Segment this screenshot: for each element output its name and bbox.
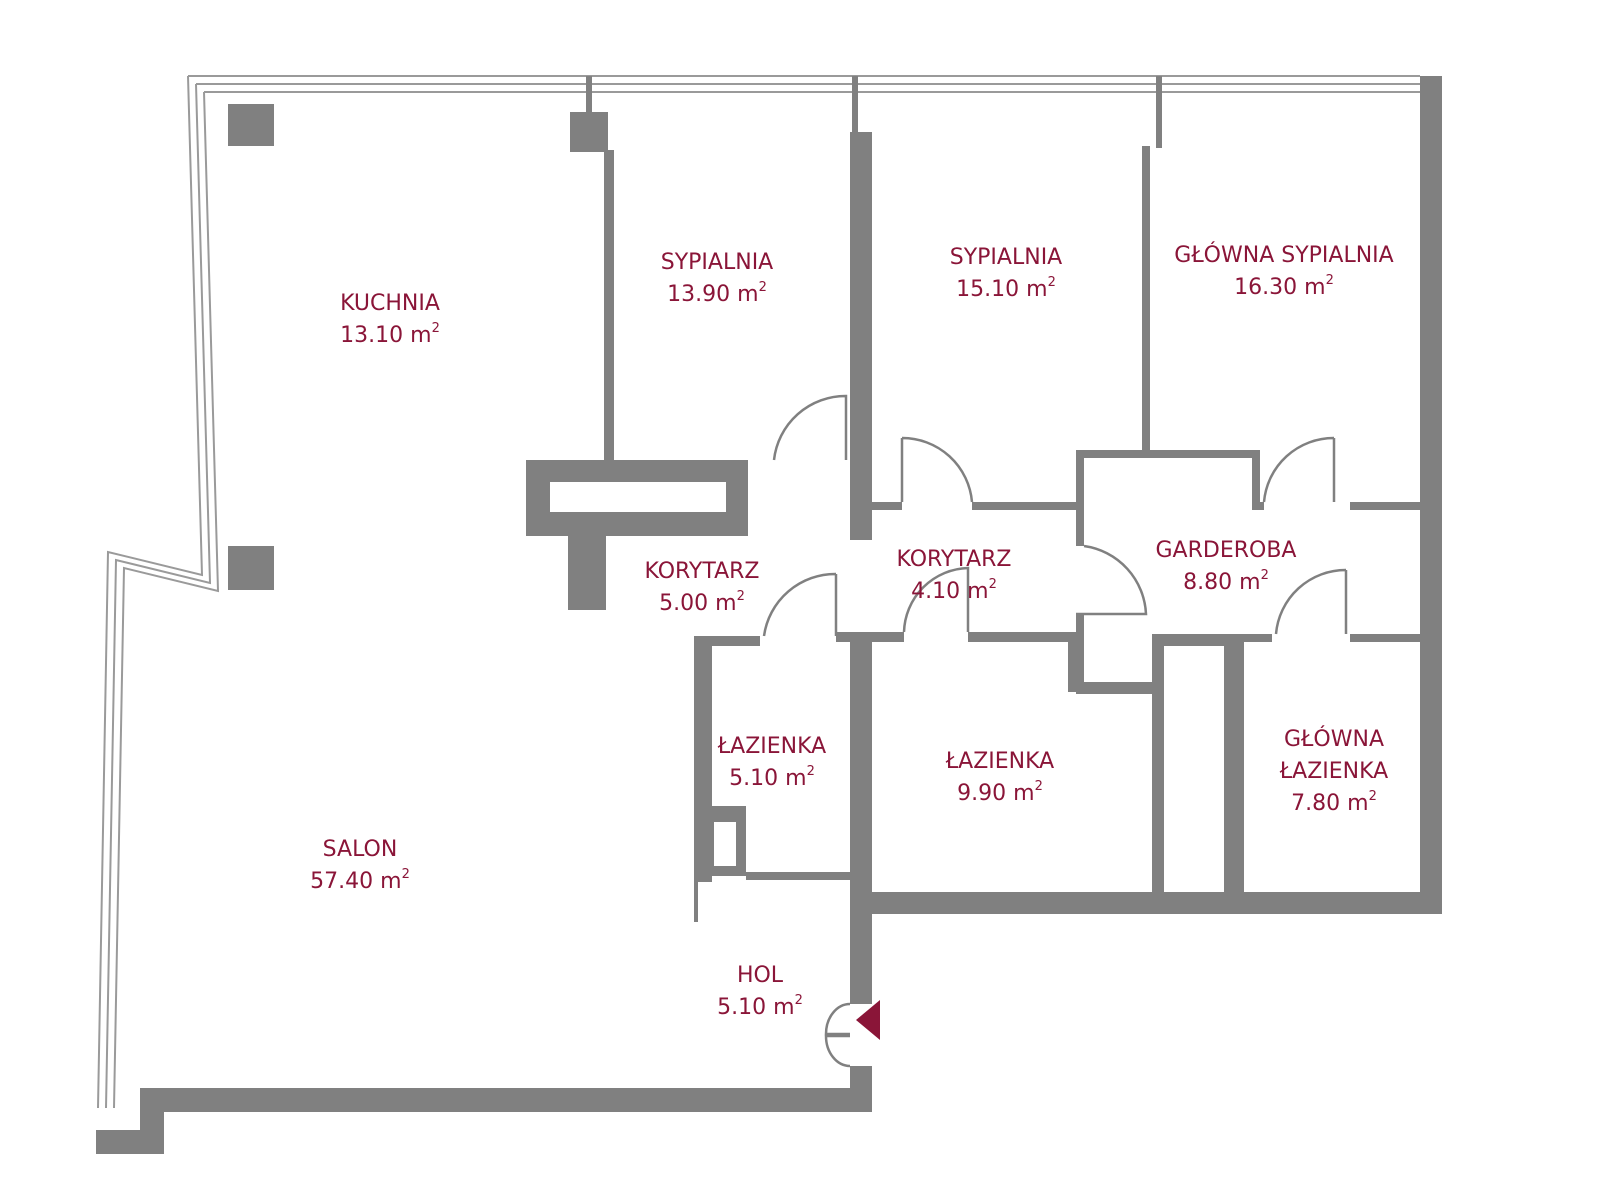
svg-text:9.90 m2: 9.90 m2 <box>957 779 1043 806</box>
door-bath-2 <box>902 566 970 633</box>
door-entrance-top <box>824 1002 851 1036</box>
room-korytarz-1: KORYTARZ 5.00 m2 <box>645 559 760 616</box>
door-bath-1 <box>762 572 838 637</box>
room-sypialnia-2: SYPIALNIA 15.10 m2 <box>950 245 1062 302</box>
room-name: SALON <box>323 837 398 862</box>
room-name: GŁÓWNA <box>1284 726 1384 752</box>
svg-text:4.10 m2: 4.10 m2 <box>911 577 997 604</box>
svg-text:5.10 m2: 5.10 m2 <box>729 764 815 791</box>
room-area: 8.80 m <box>1183 570 1260 595</box>
room-hol: HOL 5.10 m2 <box>717 963 803 1020</box>
room-name: ŁAZIENKA <box>945 749 1054 774</box>
door-garderoba-master <box>1262 436 1336 503</box>
svg-text:13.90 m2: 13.90 m2 <box>667 280 767 307</box>
room-area: 5.10 m <box>717 995 794 1020</box>
door-corridor-bedroom-1 <box>772 394 848 461</box>
room-name: KORYTARZ <box>645 559 760 584</box>
door-master-bath <box>1274 568 1348 635</box>
room-name: ŁAZIENKA <box>717 734 826 759</box>
room-name: GARDEROBA <box>1156 538 1297 563</box>
entrance-arrow-icon <box>856 1000 880 1040</box>
svg-text:7.80 m2: 7.80 m2 <box>1291 789 1377 816</box>
svg-text:13.10 m2: 13.10 m2 <box>340 321 440 348</box>
room-area: 5.10 m <box>729 766 806 791</box>
room-area: 13.90 m <box>667 282 758 307</box>
room-glowna-sypialnia: GŁÓWNA SYPIALNIA 16.30 m2 <box>1174 242 1393 300</box>
room-name: KUCHNIA <box>340 291 440 316</box>
glazing-lines <box>97 75 1420 1109</box>
room-area: 13.10 m <box>340 323 431 348</box>
room-name: SYPIALNIA <box>661 250 773 275</box>
room-korytarz-2: KORYTARZ 4.10 m2 <box>897 547 1012 604</box>
svg-text:15.10 m2: 15.10 m2 <box>956 275 1056 302</box>
room-labels: KUCHNIA 13.10 m2 SYPIALNIA 13.90 m2 SYPI… <box>310 242 1394 1020</box>
room-area: 5.00 m <box>659 591 736 616</box>
room-name-line2: ŁAZIENKA <box>1279 759 1388 784</box>
room-name: GŁÓWNA SYPIALNIA <box>1174 242 1393 268</box>
room-area: 57.40 m <box>310 869 401 894</box>
door-entrance-bottom <box>824 1034 851 1068</box>
room-lazienka-2: ŁAZIENKA 9.90 m2 <box>945 749 1054 806</box>
svg-text:8.80 m2: 8.80 m2 <box>1183 568 1269 595</box>
room-glowna-lazienka: GŁÓWNA ŁAZIENKA 7.80 m2 <box>1279 726 1388 816</box>
svg-text:5.00 m2: 5.00 m2 <box>659 589 745 616</box>
room-salon: SALON 57.40 m2 <box>310 837 410 894</box>
room-area: 16.30 m <box>1234 275 1325 300</box>
doors <box>762 394 1348 1068</box>
svg-text:57.40 m2: 57.40 m2 <box>310 867 410 894</box>
walls <box>96 76 1442 1154</box>
svg-text:16.30 m2: 16.30 m2 <box>1234 273 1334 300</box>
room-lazienka-1: ŁAZIENKA 5.10 m2 <box>717 734 826 791</box>
room-area: 9.90 m <box>957 781 1034 806</box>
svg-text:5.10 m2: 5.10 m2 <box>717 993 803 1020</box>
room-name: SYPIALNIA <box>950 245 1062 270</box>
room-area: 7.80 m <box>1291 791 1368 816</box>
room-area: 4.10 m <box>911 579 988 604</box>
room-sypialnia-1: SYPIALNIA 13.90 m2 <box>661 250 773 307</box>
room-garderoba: GARDEROBA 8.80 m2 <box>1156 538 1297 595</box>
room-name: KORYTARZ <box>897 547 1012 572</box>
door-corridor-garderoba <box>1076 544 1148 616</box>
room-name: HOL <box>737 963 784 988</box>
room-area: 15.10 m <box>956 277 1047 302</box>
door-corridor-bedroom-2 <box>900 436 974 503</box>
room-kuchnia: KUCHNIA 13.10 m2 <box>340 291 440 348</box>
